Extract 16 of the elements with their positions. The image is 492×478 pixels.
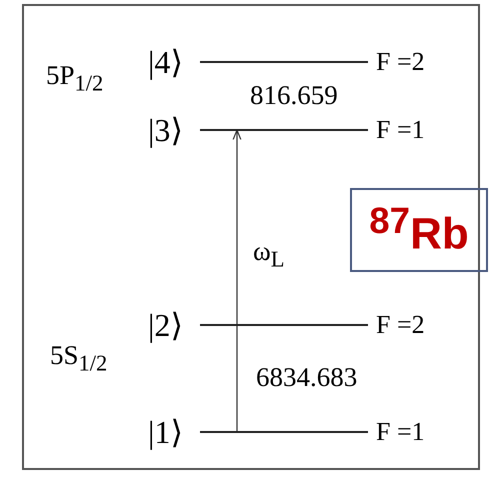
element-label-box [350,188,488,272]
quantum-number-label: F =1 [376,416,425,448]
edge-label: ω$_{L}$ [253,236,285,272]
quantum-number-label: F =2 [376,309,425,341]
frequency-splitting-value: 6834.683 [256,362,358,393]
transition-arrow [232,129,242,432]
ket-label: |3⟩ [148,111,182,150]
ket-label: |4⟩ [148,43,182,82]
quantum-number-label: F =2 [376,46,425,78]
state-label: 5S$_{1/2}$ [50,340,108,376]
frequency-splitting-value: 816.659 [250,80,338,111]
ket-label: |2⟩ [148,306,182,345]
element-symbol: $^{87}$Rb [369,200,469,260]
quantum-number-label: F =1 [376,114,425,146]
state-label: 5P$_{1/2}$ [46,60,104,96]
ket-label: |1⟩ [148,413,182,452]
